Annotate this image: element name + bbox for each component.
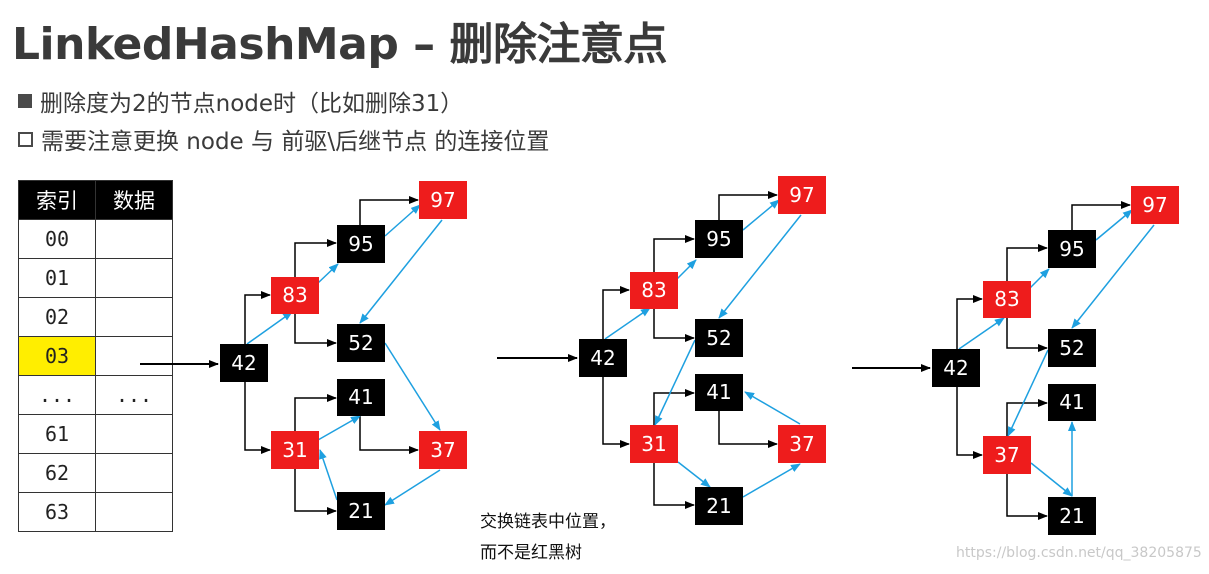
tree-3-edges <box>956 201 1131 520</box>
page-title: LinkedHashMap – 删除注意点 <box>12 19 668 70</box>
node-97-label: 97 <box>789 183 814 207</box>
node-97 <box>419 181 467 219</box>
node-95-label: 95 <box>706 227 731 251</box>
node-37-label: 37 <box>994 443 1019 467</box>
watermark: https://blog.csdn.net/qq_38205875 <box>956 545 1202 561</box>
tree-3-links <box>958 209 1155 497</box>
node-83-label: 83 <box>641 278 666 302</box>
hash-table: 索引 数据 00 01 02 03 ... ... 61 62 63 <box>18 180 173 532</box>
node-21-label: 21 <box>348 499 373 523</box>
node-95 <box>337 225 385 263</box>
header-data: 数据 <box>95 180 173 220</box>
node-83-label: 83 <box>994 287 1019 311</box>
node-83-label: 83 <box>282 283 307 307</box>
tree-1-edges <box>244 196 419 515</box>
node-83 <box>271 277 319 314</box>
node-31 <box>630 425 678 463</box>
row-index: 63 <box>18 492 96 532</box>
node-95 <box>1048 230 1096 268</box>
node-42-label: 42 <box>943 356 968 380</box>
table-row: 63 <box>18 492 173 532</box>
table-row: 01 <box>18 258 173 298</box>
node-95 <box>695 220 743 258</box>
node-41 <box>337 379 385 416</box>
row-data <box>95 492 173 532</box>
tree-1-links <box>246 204 443 506</box>
tree-3: 42 83 95 97 52 41 37 21 <box>852 186 1179 535</box>
table-row: 03 <box>18 336 173 376</box>
bullet-1: 删除度为2的节点node时（比如删除31） <box>18 84 463 118</box>
node-21-label: 21 <box>706 494 731 518</box>
row-data <box>95 336 173 376</box>
node-41-label: 41 <box>1059 390 1084 414</box>
filled-square-bullet-icon <box>18 94 32 108</box>
hash-table-header: 索引 数据 <box>18 180 173 220</box>
node-42 <box>579 339 627 377</box>
node-42-label: 42 <box>590 346 615 370</box>
node-31-label: 31 <box>282 438 307 462</box>
node-42 <box>220 344 268 382</box>
node-41 <box>695 374 743 411</box>
row-index: 02 <box>18 297 96 337</box>
node-21-label: 21 <box>1059 504 1084 528</box>
row-data <box>95 453 173 493</box>
node-21 <box>337 492 385 530</box>
table-row: 02 <box>18 297 173 337</box>
node-97 <box>1131 186 1179 224</box>
node-95-label: 95 <box>1059 237 1084 261</box>
row-index-highlighted: 03 <box>18 336 96 376</box>
header-index: 索引 <box>18 180 96 220</box>
table-row: 61 <box>18 414 173 454</box>
tree-2-edges <box>602 191 778 509</box>
node-37-label: 37 <box>789 432 814 456</box>
row-index: ... <box>18 375 96 415</box>
node-52-label: 52 <box>348 331 373 355</box>
node-41 <box>1048 384 1096 421</box>
node-41-label: 41 <box>706 380 731 404</box>
bullet-1-text: 删除度为2的节点node时（比如删除31） <box>40 91 464 117</box>
node-97 <box>778 176 826 214</box>
node-83 <box>630 272 678 309</box>
node-37-label: 37 <box>430 438 455 462</box>
row-data: ... <box>95 375 173 415</box>
tree-1: 42 83 95 97 52 41 31 37 21 <box>140 181 467 530</box>
node-42 <box>932 349 980 387</box>
note-line-2: 而不是红黑树 <box>480 543 582 563</box>
tree-2: 42 83 95 97 52 41 31 37 21 <box>497 176 826 525</box>
node-52 <box>1048 329 1096 367</box>
node-97-label: 97 <box>1142 193 1167 217</box>
node-52 <box>695 319 743 357</box>
row-data <box>95 414 173 454</box>
hollow-square-bullet-icon <box>18 131 33 147</box>
node-97-label: 97 <box>430 188 455 212</box>
row-data <box>95 258 173 298</box>
node-52-label: 52 <box>706 326 731 350</box>
tree-2-links <box>604 199 802 498</box>
bullet-2-text: 需要注意更换 node 与 前驱\后继节点 的连接位置 <box>41 129 550 155</box>
node-21 <box>695 487 743 525</box>
node-52-label: 52 <box>1059 336 1084 360</box>
node-37 <box>778 425 826 463</box>
node-31-label: 31 <box>641 432 666 456</box>
node-83 <box>983 281 1031 318</box>
note-line-1: 交换链表中位置， <box>480 512 616 532</box>
node-42-label: 42 <box>231 351 256 375</box>
node-95-label: 95 <box>348 232 373 256</box>
node-37 <box>983 436 1031 474</box>
node-52 <box>337 324 385 362</box>
node-21 <box>1048 497 1096 535</box>
node-37 <box>419 431 467 469</box>
table-row: ... ... <box>18 375 173 415</box>
node-31 <box>271 431 319 469</box>
bullet-2: 需要注意更换 node 与 前驱\后继节点 的连接位置 <box>18 122 549 156</box>
node-41-label: 41 <box>348 385 373 409</box>
